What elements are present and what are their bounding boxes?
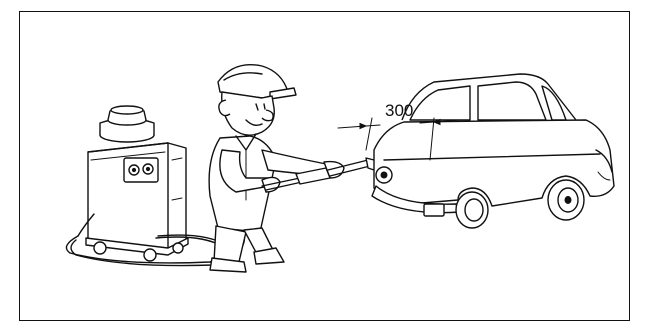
vehicle (372, 74, 614, 228)
dimension-label: 300 (385, 102, 413, 119)
